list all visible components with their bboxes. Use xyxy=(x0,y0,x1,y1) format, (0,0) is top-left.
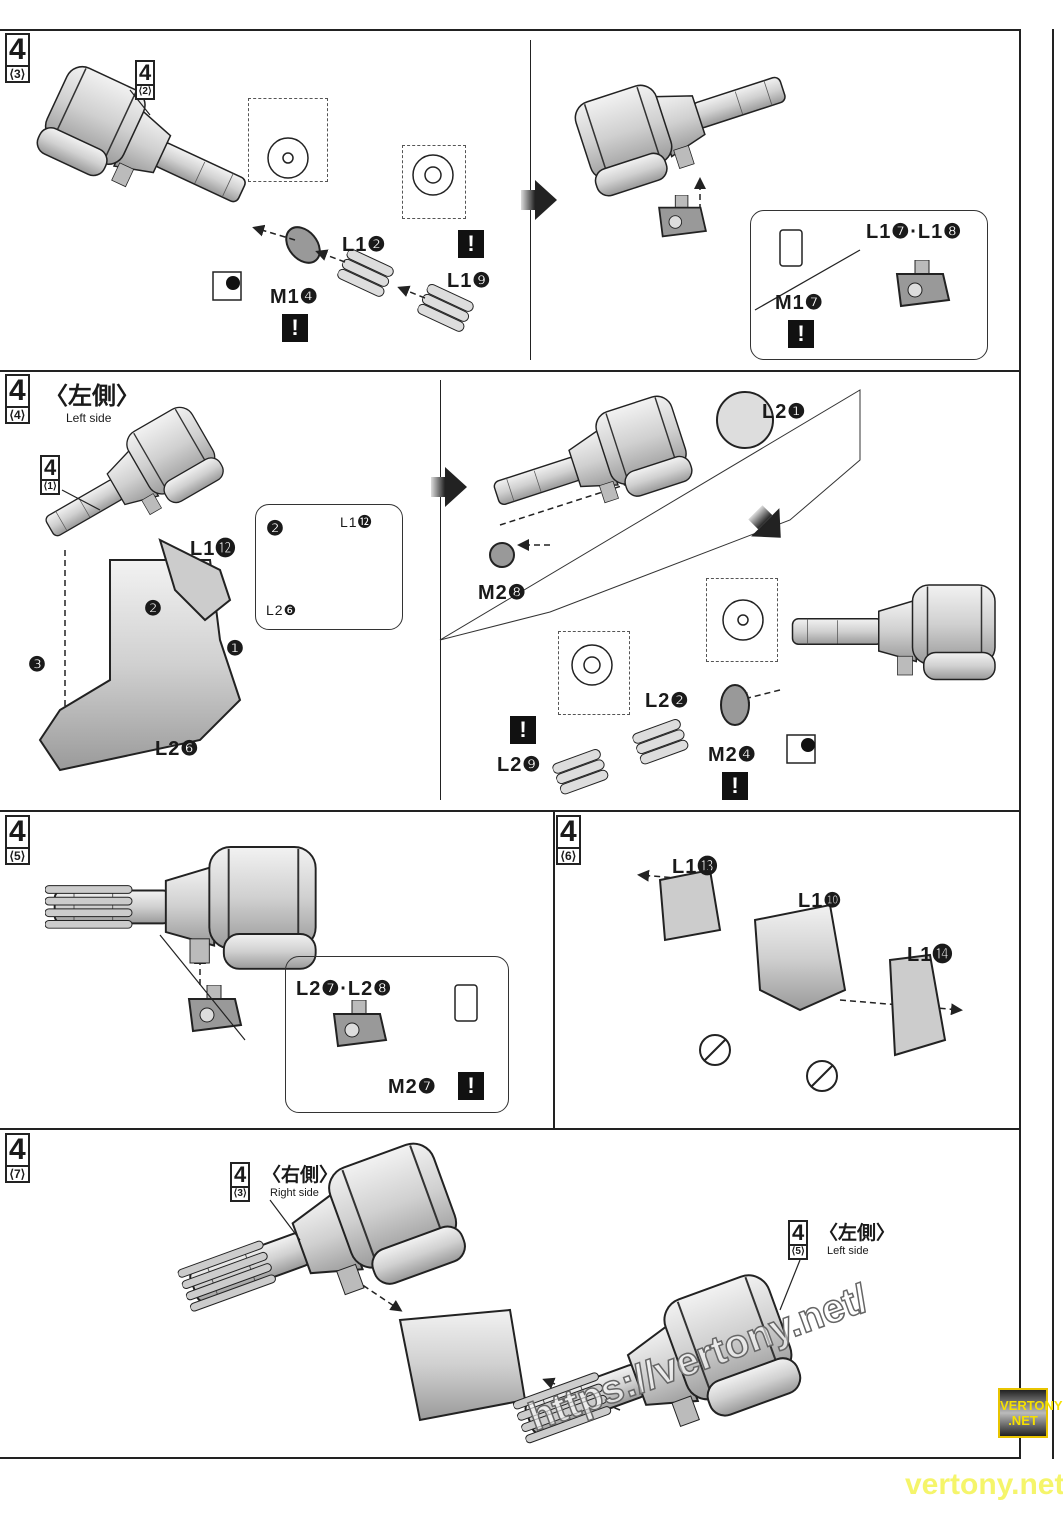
warning-icon: ! xyxy=(722,772,748,800)
order-mark: ❷ xyxy=(144,598,163,620)
callout-hinge-detail xyxy=(255,504,403,630)
warning-icon: ! xyxy=(282,314,308,342)
part-label: M2❽ xyxy=(478,582,527,604)
part-label: L1⓬ xyxy=(190,538,237,560)
part-label: L1⓬ xyxy=(340,514,373,530)
divider-row3-split xyxy=(553,810,555,1128)
divider-row2 xyxy=(0,810,1020,812)
watermark-badge: VERTONY.NET xyxy=(998,1388,1063,1438)
warning-icon: ! xyxy=(458,1072,484,1100)
next-arrow-icon xyxy=(521,180,557,220)
warning-icon: ! xyxy=(510,716,536,744)
detail-view-washer xyxy=(248,98,328,182)
ref-badge-4-1: 4⟨1⟩ xyxy=(40,455,61,495)
part-label: L1❼·L1❽ xyxy=(866,221,963,243)
order-mark: ❶ xyxy=(226,638,245,660)
divider-row3 xyxy=(0,1128,1020,1130)
side-heading: 〈左側〉 Left side xyxy=(44,383,140,425)
callout-grip-peg-panel1 xyxy=(750,210,988,360)
frame-right xyxy=(1019,29,1021,1459)
part-label: L1❿ xyxy=(798,890,843,912)
part-label: M1❼ xyxy=(775,292,824,314)
detail-view-hub xyxy=(402,145,466,219)
part-label: L2❶ xyxy=(762,401,807,423)
frame-bottom xyxy=(0,1457,1020,1459)
detail-view-washer-2 xyxy=(706,578,778,662)
step-badge-4-6: 4⟨6⟩ xyxy=(556,815,581,865)
divider-row2-split xyxy=(440,380,441,800)
step-badge-4-4: 4⟨4⟩ xyxy=(5,374,30,424)
warning-icon: ! xyxy=(458,230,484,258)
side-heading-left: 〈左側〉 Left side xyxy=(819,1223,896,1257)
part-label: L2❻ xyxy=(155,738,200,760)
part-label: L1❾ xyxy=(447,270,492,292)
part-label: L1❷ xyxy=(342,234,387,256)
order-mark: ❷ xyxy=(266,518,285,540)
side-heading-right: 〈右側〉 Right side xyxy=(262,1165,339,1199)
next-arrow-icon xyxy=(431,467,467,507)
step-badge-4-5: 4⟨5⟩ xyxy=(5,815,30,865)
detail-view-hub-2 xyxy=(558,631,630,715)
part-label: M1❹ xyxy=(270,286,319,308)
part-label: M2❹ xyxy=(708,744,757,766)
part-label: L2❻ xyxy=(266,602,298,618)
part-label: L1⓮ xyxy=(907,944,954,966)
part-label: L1⓭ xyxy=(672,856,719,878)
part-label: L2❷ xyxy=(645,690,690,712)
part-label: L2❼·L2❽ xyxy=(296,978,393,1000)
order-mark: ❸ xyxy=(28,654,47,676)
divider-row1 xyxy=(0,370,1020,372)
warning-icon: ! xyxy=(788,320,814,348)
step-badge-4-7: 4⟨7⟩ xyxy=(5,1133,30,1183)
step-badge-4-3: 4⟨3⟩ xyxy=(5,33,30,83)
ref-badge-4-2: 4⟨2⟩ xyxy=(135,60,156,100)
frame-top xyxy=(0,29,1020,31)
part-label: L2❾ xyxy=(497,754,542,776)
callout-grip-peg-panel3 xyxy=(285,956,509,1113)
frame-outer-right xyxy=(1052,29,1054,1459)
ref-badge-4-3: 4⟨3⟩ xyxy=(230,1162,251,1202)
part-label: M2❼ xyxy=(388,1076,437,1098)
watermark-footer: vertony.net xyxy=(905,1468,1063,1501)
ref-badge-4-5: 4⟨5⟩ xyxy=(788,1220,809,1260)
